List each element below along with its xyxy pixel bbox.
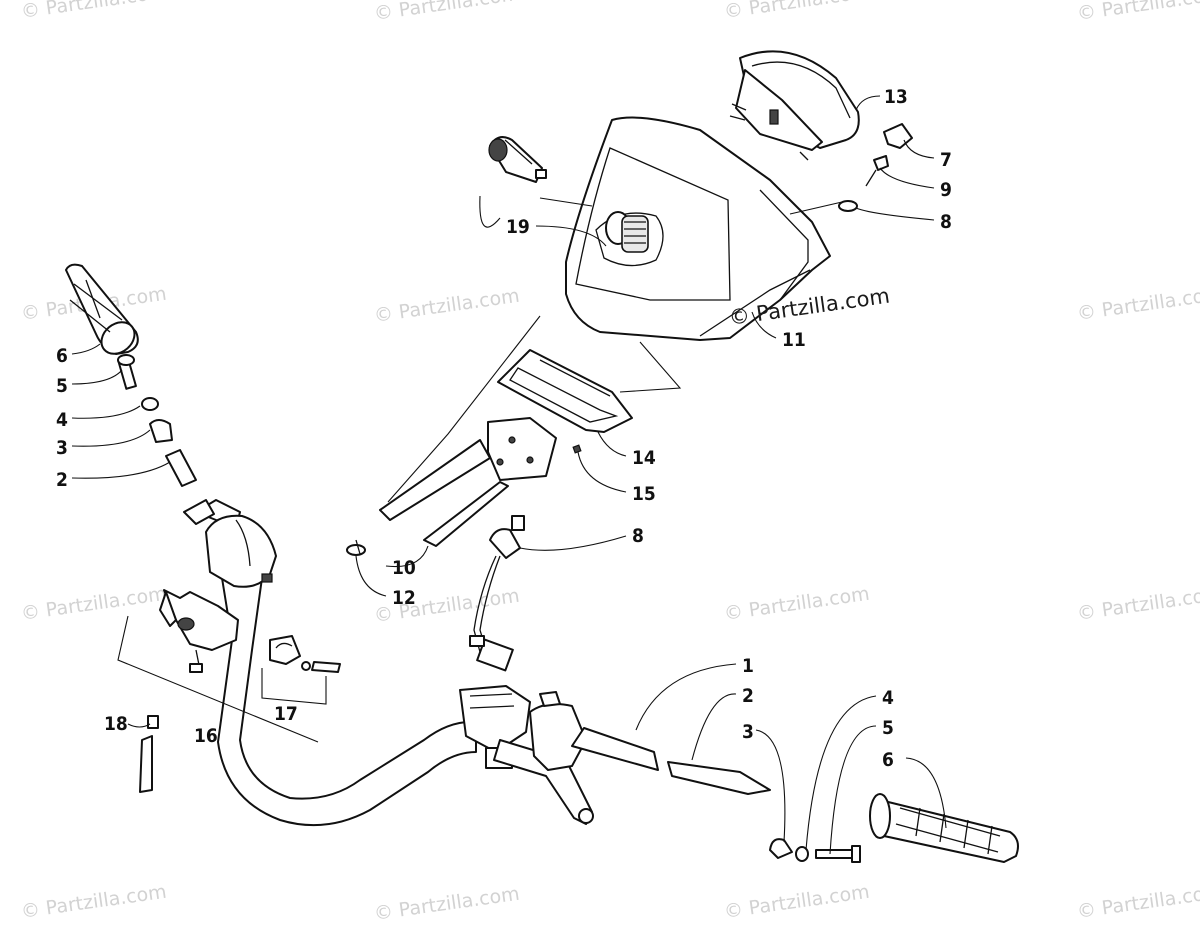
key-cap[interactable] (883, 123, 913, 149)
callout-5: 5 (882, 717, 894, 739)
callout-10: 10 (392, 557, 416, 579)
ignition-key[interactable] (865, 155, 889, 187)
watermark: © Partzilla.com (20, 881, 168, 923)
mounting-bracket (379, 417, 557, 547)
callout-3: 3 (742, 721, 754, 743)
callout-2: 2 (742, 685, 754, 707)
callout-6: 6 (882, 749, 894, 771)
callout-leaders (71, 95, 947, 855)
callout-15: 15 (632, 483, 656, 505)
callout-7: 7 (940, 149, 952, 171)
callout-18: 18 (104, 713, 128, 735)
watermark: © Partzilla.com (1076, 583, 1200, 625)
switch-housing[interactable] (529, 691, 587, 771)
callout-4: 4 (56, 409, 68, 431)
throttle-lever[interactable] (159, 589, 239, 673)
callout-3: 3 (56, 437, 68, 459)
callout-8: 8 (632, 525, 644, 547)
callout-13: 13 (884, 86, 908, 108)
watermark: © Partzilla.com (1076, 283, 1200, 325)
callout-numbers: 13 7 9 8 19 11 14 15 8 10 12 6 5 4 3 2 1… (56, 86, 952, 771)
callout-17: 17 (274, 703, 298, 725)
speedometer-gauge[interactable] (729, 50, 860, 161)
callout-2: 2 (56, 469, 68, 491)
right-grip-sleeve[interactable] (571, 727, 659, 771)
watermark: © Partzilla.com (723, 881, 871, 923)
watermark: © Partzilla.com (373, 883, 521, 925)
handlebar-assembly (65, 263, 1019, 863)
callout-1: 1 (742, 655, 754, 677)
accessory-socket[interactable] (488, 136, 547, 183)
pod-housing (565, 116, 831, 341)
watermark: © Partzilla.com (723, 583, 871, 625)
callout-16: 16 (194, 725, 218, 747)
callout-9: 9 (940, 179, 952, 201)
left-grip[interactable] (65, 263, 141, 361)
callout-8: 8 (940, 211, 952, 233)
callout-14: 14 (632, 447, 656, 469)
right-grip-bolt[interactable] (815, 845, 861, 863)
watermark: © Partzilla.com (723, 0, 871, 23)
watermark: © Partzilla.com (1076, 881, 1200, 923)
callout-11: 11 (782, 329, 806, 351)
callout-6: 6 (56, 345, 68, 367)
watermark: © Partzilla.com (373, 285, 521, 327)
watermark: © Partzilla.com (20, 583, 168, 625)
key-washer (838, 200, 858, 212)
right-grip-washer (795, 846, 809, 862)
callout-12: 12 (392, 587, 416, 609)
throttle-housing[interactable] (183, 499, 277, 588)
right-grip[interactable] (869, 793, 1019, 863)
handlebar-clamp (261, 635, 341, 705)
right-handlebar-end (667, 761, 771, 795)
watermark: © Partzilla.com (373, 0, 521, 25)
grip-sleeve (165, 449, 197, 487)
callout-19: 19 (506, 216, 530, 238)
indicator-lamp[interactable] (469, 515, 525, 672)
handlebar[interactable] (217, 568, 477, 827)
grip-washer (141, 397, 159, 411)
callout-4: 4 (882, 687, 894, 709)
right-grip-cap (769, 838, 793, 859)
throttle-cable-end (139, 715, 159, 793)
bezel-clip (572, 444, 582, 454)
watermark: © Partzilla.com (1076, 0, 1200, 25)
screw[interactable] (346, 539, 366, 556)
watermark: © Partzilla.com (20, 0, 168, 23)
brake-lever[interactable] (493, 739, 594, 825)
instrument-pod-assembly (346, 50, 913, 672)
socket-spring (621, 215, 649, 253)
grip-weight (149, 419, 173, 443)
grip-bolt[interactable] (117, 354, 137, 390)
callout-5: 5 (56, 375, 68, 397)
gauge-bezel (497, 349, 633, 433)
